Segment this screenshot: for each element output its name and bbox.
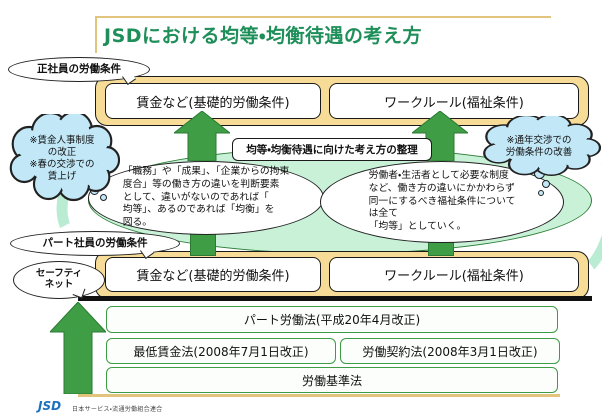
balance-thought-bubble: 「職務」や「成果」、「企業からの拘束 度合」等の働き方の違いを判断要素 として、… <box>88 161 324 235</box>
law-labor-contract: 労働契約法(2008年3月1日改正) <box>340 338 560 364</box>
concept-heading-box: 均等・均衡待遇に向けた考え方の整理 <box>232 138 432 161</box>
cloud-wage-reform-text: ※賃金人事制度 の改正 ※春の交渉での 賃上げ <box>29 135 95 182</box>
title-top-rule <box>95 16 551 18</box>
callout-regular-employee-conditions: 正社員の労働条件 <box>8 57 150 82</box>
title-left-rule <box>95 16 97 53</box>
footer-rule <box>78 394 560 397</box>
bubble-trail-dot <box>538 190 544 196</box>
law-minimum-wage: 最低賃金法(2008年7月1日改正) <box>106 338 336 364</box>
connector-shaft <box>190 232 216 256</box>
cloud-wage-reform: ※賃金人事制度 の改正 ※春の交渉での 賃上げ <box>4 110 121 204</box>
top-wage-box: 賃金など(基礎的労働条件) <box>105 83 321 119</box>
cloud-icon <box>9 110 121 202</box>
cloud-icon <box>483 113 602 177</box>
cloud-yearround-negotiation: ※通年交渉での 労働条件の改善 <box>477 113 602 178</box>
jsd-logo: JSD <box>38 399 62 413</box>
callout-parttime-conditions: パート社員の労働条件 <box>10 231 180 256</box>
bottom-wage-box: 賃金など(基礎的労働条件) <box>105 257 321 292</box>
law-parttime: パート労働法(平成20年4月改正) <box>106 306 558 333</box>
safety-net-baseline <box>78 296 592 301</box>
up-arrow-icon <box>174 111 230 161</box>
top-workrule-box: ワークルール(福祉条件) <box>329 83 579 119</box>
bottom-workrule-box: ワークルール(福祉条件) <box>329 257 579 292</box>
bubble-trail-dot <box>542 180 550 188</box>
cloud-yearround-negotiation-text: ※通年交渉での 労働条件の改善 <box>505 135 573 158</box>
organization-name: 日本サービス・流通労働組合連合 <box>72 406 163 413</box>
page-title: JSDにおける均等・均衡待遇の考え方 <box>104 25 422 47</box>
law-labor-standards: 労働基準法 <box>106 367 558 393</box>
callout-safety-net: セーフティ ネット <box>13 261 105 299</box>
big-up-arrow-icon <box>50 302 106 394</box>
bubble-trail-dot <box>100 194 107 201</box>
